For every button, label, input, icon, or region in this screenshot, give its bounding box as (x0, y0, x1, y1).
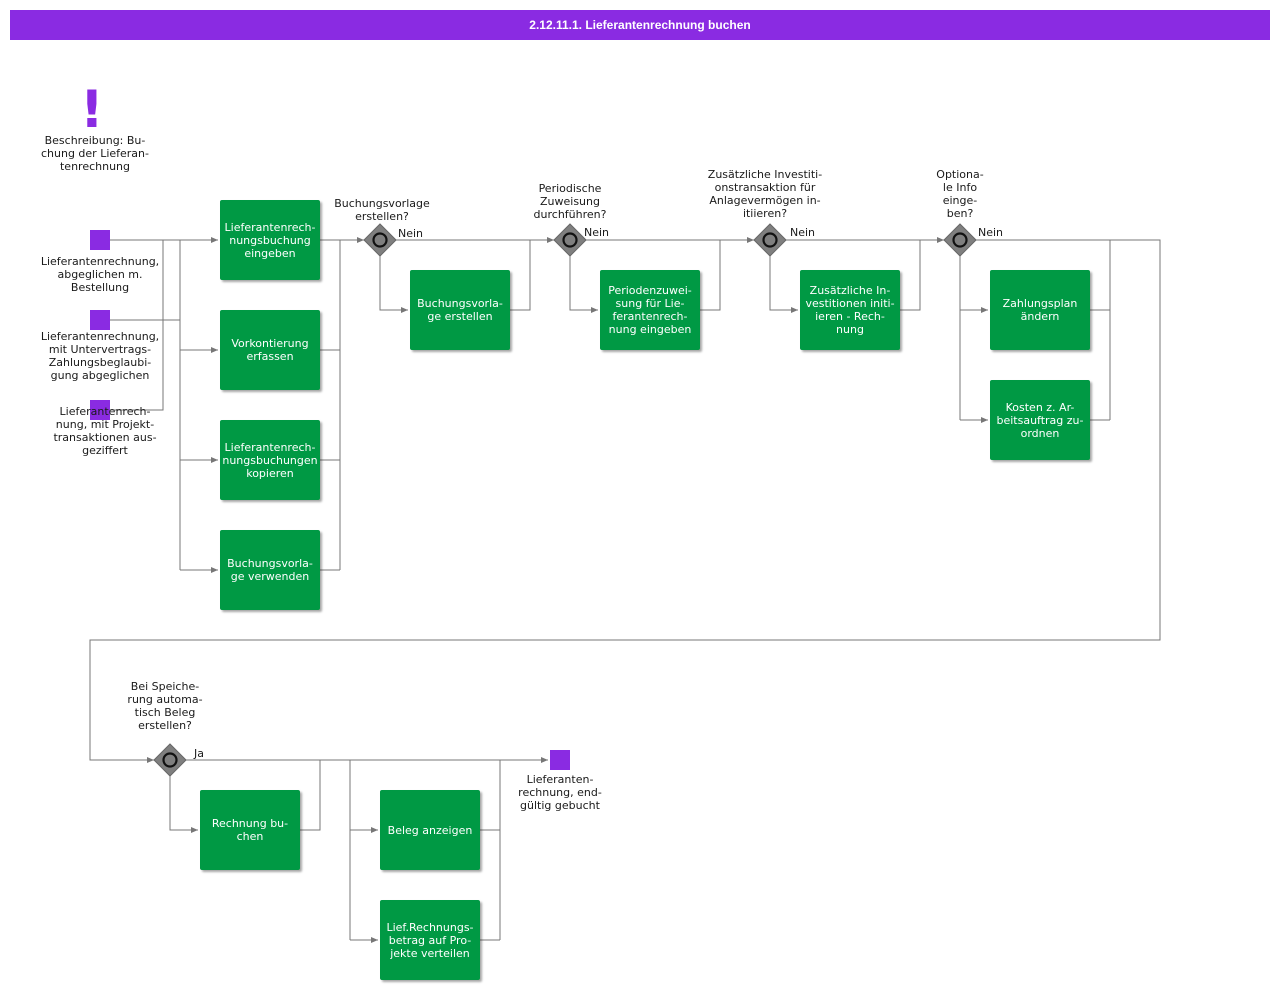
end-event-label: Lieferanten- rechnung, end- gültig gebuc… (518, 773, 602, 812)
task-zahlungsplan-aendern[interactable]: Zahlungsplan ändern (990, 270, 1090, 350)
gateway-question: Optiona- le Info einge- ben? (936, 168, 984, 220)
gateway-branch-label: Nein (978, 226, 1004, 239)
flow-line (900, 240, 921, 311)
exclamation-icon: ! (80, 80, 104, 140)
task-zusaetzliche-investitionen-initiieren[interactable]: Zusätzliche In- vestitionen initi- ieren… (800, 270, 900, 350)
flow-line (769, 256, 798, 313)
flow-line (89, 239, 1161, 763)
gateway-question: Periodische Zuweisung durchführen? (533, 182, 607, 221)
flow-line (110, 240, 164, 411)
task-rechnung-buchen[interactable]: Rechnung bu- chen (200, 790, 300, 870)
gateway-question: Bei Speiche- rung automa- tisch Beleg er… (127, 680, 203, 732)
start-event-label: Lieferantenrechnung, mit Untervertrags- … (40, 330, 160, 382)
task-buchungsvorlage-erstellen[interactable]: Buchungsvorla- ge erstellen (410, 270, 510, 350)
task-lieferantenrechnungsbuchungen-kopieren[interactable]: Lieferantenrech- nungsbuchungen kopieren (220, 420, 320, 500)
gateway-branch-label: Nein (584, 226, 610, 239)
start-event-label: Lieferantenrech- nung, mit Projekt- tran… (53, 405, 157, 457)
gateway-2 (553, 223, 587, 257)
gateway-question: Buchungsvorlage erstellen? (334, 197, 430, 223)
task-lieferantenrechnungsbuchung-eingeben[interactable]: Lieferantenrech- nungsbuchung eingeben (220, 200, 320, 280)
page-title: 2.12.11.1. Lieferantenrechnung buchen (10, 10, 1270, 40)
start-event (90, 230, 110, 250)
start-event (90, 400, 110, 420)
gateway-branch-label: Nein (398, 227, 424, 240)
flow-line (510, 240, 531, 311)
gateway-5 (153, 743, 187, 777)
task-buchungsvorlage-verwenden[interactable]: Buchungsvorla- ge verwenden (220, 530, 320, 610)
end-event (550, 750, 570, 770)
gateway-question: Zusätzliche Investiti- onstransaktion fü… (707, 168, 823, 220)
flow-line (300, 760, 321, 831)
gateway-3 (753, 223, 787, 257)
start-event (90, 310, 110, 330)
task-kosten-arbeitsauftrag-zuordnen[interactable]: Kosten z. Ar- beitsauftrag zu- ordnen (990, 380, 1090, 460)
description-note: Beschreibung: Bu- chung der Lieferan- te… (40, 134, 149, 173)
flow-line (379, 256, 408, 313)
gateway-branch-label: Ja (194, 747, 204, 760)
gateway-branch-label: Nein (790, 226, 816, 239)
task-periodenzuweisung-eingeben[interactable]: Periodenzuwei- sung für Lie- ferantenrec… (600, 270, 700, 350)
gateway-4 (943, 223, 977, 257)
flow-line (569, 256, 598, 313)
task-vorkontierung-erfassen[interactable]: Vorkontierung erfassen (220, 310, 320, 390)
gateway-1 (363, 223, 397, 257)
task-beleg-anzeigen[interactable]: Beleg anzeigen (380, 790, 480, 870)
flow-line (700, 240, 721, 311)
flow-line (169, 776, 198, 833)
task-rechnungsbetrag-auf-projekte-verteilen[interactable]: Lief.Rechnungs- betrag auf Pro- jekte ve… (380, 900, 480, 980)
start-event-label: Lieferantenrechnung, abgeglichen m. Best… (40, 255, 160, 294)
